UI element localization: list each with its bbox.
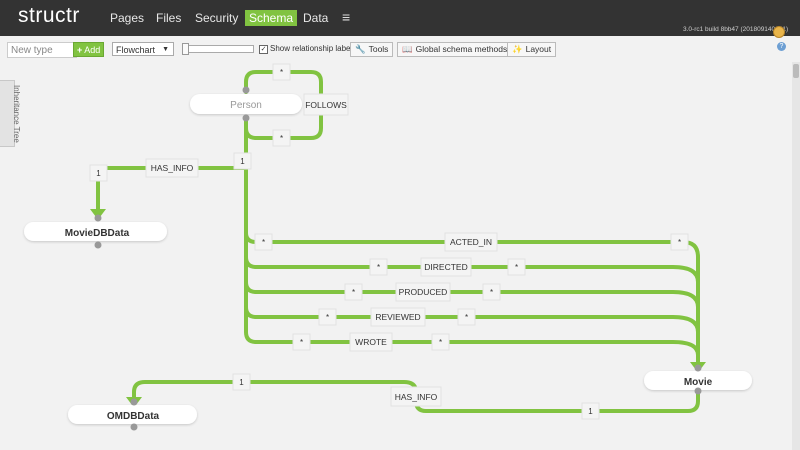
tools-button[interactable]: 🔧Tools xyxy=(350,42,394,57)
svg-text:REVIEWED: REVIEWED xyxy=(375,312,420,322)
mult-produced-target: * xyxy=(482,283,501,301)
rel-label-follows[interactable]: FOLLOWS xyxy=(303,93,349,116)
wrench-icon: 🔧 xyxy=(355,44,366,54)
relationship-edges xyxy=(96,70,700,413)
svg-text:*: * xyxy=(352,288,355,297)
mult-has-info-person: 1 xyxy=(233,152,252,170)
add-type-button[interactable]: +Add xyxy=(73,42,104,57)
nav-files[interactable]: Files xyxy=(156,11,182,25)
rel-label-wrote[interactable]: WROTE xyxy=(349,332,393,352)
zoom-slider[interactable] xyxy=(182,43,254,55)
svg-text:*: * xyxy=(515,263,518,272)
svg-text:*: * xyxy=(262,238,265,247)
structr-logo: structr xyxy=(18,4,80,27)
mult-follows-bottom: * xyxy=(272,129,291,147)
hamburger-menu-icon[interactable]: ≡ xyxy=(342,9,351,25)
mult-follows-top: * xyxy=(272,63,291,81)
layout-algorithm-select[interactable]: Flowchart▼ xyxy=(112,42,174,56)
svg-text:*: * xyxy=(280,68,283,77)
svg-text:*: * xyxy=(678,238,681,247)
svg-text:*: * xyxy=(280,134,283,143)
mult-has-info-movie: 1 xyxy=(581,402,600,420)
version-info: 3.0-rc1 build 8bb47 (201809140651) xyxy=(683,26,789,33)
svg-text:*: * xyxy=(439,338,442,347)
svg-text:MovieDBData: MovieDBData xyxy=(65,228,130,239)
global-schema-methods-button[interactable]: 📖Global schema methods xyxy=(397,42,513,57)
svg-text:HAS_INFO: HAS_INFO xyxy=(151,163,194,173)
layout-button[interactable]: ✨Layout xyxy=(507,42,557,57)
svg-text:1: 1 xyxy=(588,407,593,416)
rel-label-acted-in[interactable]: ACTED_IN xyxy=(444,232,498,252)
help-icon[interactable]: ? xyxy=(777,42,786,51)
mult-reviewed-target: * xyxy=(457,308,476,326)
svg-text:*: * xyxy=(465,313,468,322)
svg-text:*: * xyxy=(326,313,329,322)
user-avatar[interactable] xyxy=(773,26,785,38)
top-navbar xyxy=(0,0,800,36)
svg-text:1: 1 xyxy=(96,169,101,178)
svg-text:*: * xyxy=(377,263,380,272)
magic-wand-icon: ✨ xyxy=(512,44,523,54)
svg-text:FOLLOWS: FOLLOWS xyxy=(305,100,347,110)
mult-wrote-target: * xyxy=(431,333,450,351)
show-relationship-labels-checkbox[interactable]: ✓ xyxy=(259,45,268,54)
svg-text:HAS_INFO: HAS_INFO xyxy=(395,392,438,402)
svg-text:ACTED_IN: ACTED_IN xyxy=(450,237,492,247)
chevron-down-icon: ▼ xyxy=(162,46,169,53)
node-person[interactable]: Person xyxy=(190,86,302,122)
nav-schema[interactable]: Schema xyxy=(245,10,298,26)
rel-label-reviewed[interactable]: REVIEWED xyxy=(370,307,426,327)
rel-label-has-info-moviedb[interactable]: HAS_INFO xyxy=(145,158,199,178)
mult-acted-in-source: * xyxy=(254,233,273,251)
mult-wrote-source: * xyxy=(292,333,311,351)
nav-pages[interactable]: Pages xyxy=(110,11,145,25)
multiplicity-labels: * * 1 1 * * * * * * * * * * 1 1 xyxy=(89,63,689,420)
svg-text:WROTE: WROTE xyxy=(355,337,387,347)
svg-text:Person: Person xyxy=(230,100,262,111)
zoom-slider-handle[interactable] xyxy=(182,43,189,55)
svg-text:Movie: Movie xyxy=(684,377,713,388)
book-icon: 📖 xyxy=(402,44,413,54)
mult-directed-target: * xyxy=(507,258,526,276)
node-moviedbdata[interactable]: MovieDBData xyxy=(24,214,167,249)
rel-label-produced[interactable]: PRODUCED xyxy=(395,282,451,302)
svg-text:DIRECTED: DIRECTED xyxy=(424,262,467,272)
inheritance-tree-tab[interactable]: Inheritance Tree xyxy=(0,80,21,147)
arrow-head-moviedb xyxy=(90,209,106,220)
edge-wrote xyxy=(244,305,700,370)
plus-icon: + xyxy=(77,45,83,55)
mult-produced-source: * xyxy=(344,283,363,301)
nav-data[interactable]: Data xyxy=(303,11,329,25)
mult-acted-in-target: * xyxy=(670,233,689,251)
node-movie[interactable]: Movie xyxy=(644,364,752,395)
mult-has-info-moviedb: 1 xyxy=(89,164,108,182)
mult-has-info-omdb: 1 xyxy=(232,373,251,391)
rel-label-directed[interactable]: DIRECTED xyxy=(420,257,472,277)
new-type-input[interactable] xyxy=(7,42,77,58)
mult-reviewed-source: * xyxy=(318,308,337,326)
edge-directed xyxy=(244,231,700,370)
mult-directed-source: * xyxy=(369,258,388,276)
show-relationship-labels-label: Show relationship labels xyxy=(270,44,357,53)
nav-security[interactable]: Security xyxy=(195,11,239,25)
node-omdbdata[interactable]: OMDBData xyxy=(68,398,197,431)
scrollbar-thumb[interactable] xyxy=(793,64,799,78)
vertical-scrollbar[interactable] xyxy=(792,62,800,450)
svg-text:1: 1 xyxy=(240,157,245,166)
svg-text:OMDBData: OMDBData xyxy=(107,411,160,422)
svg-text:*: * xyxy=(300,338,303,347)
svg-text:PRODUCED: PRODUCED xyxy=(399,287,448,297)
svg-text:*: * xyxy=(490,288,493,297)
svg-text:1: 1 xyxy=(239,378,244,387)
rel-label-has-info-omdb[interactable]: HAS_INFO xyxy=(390,386,442,407)
